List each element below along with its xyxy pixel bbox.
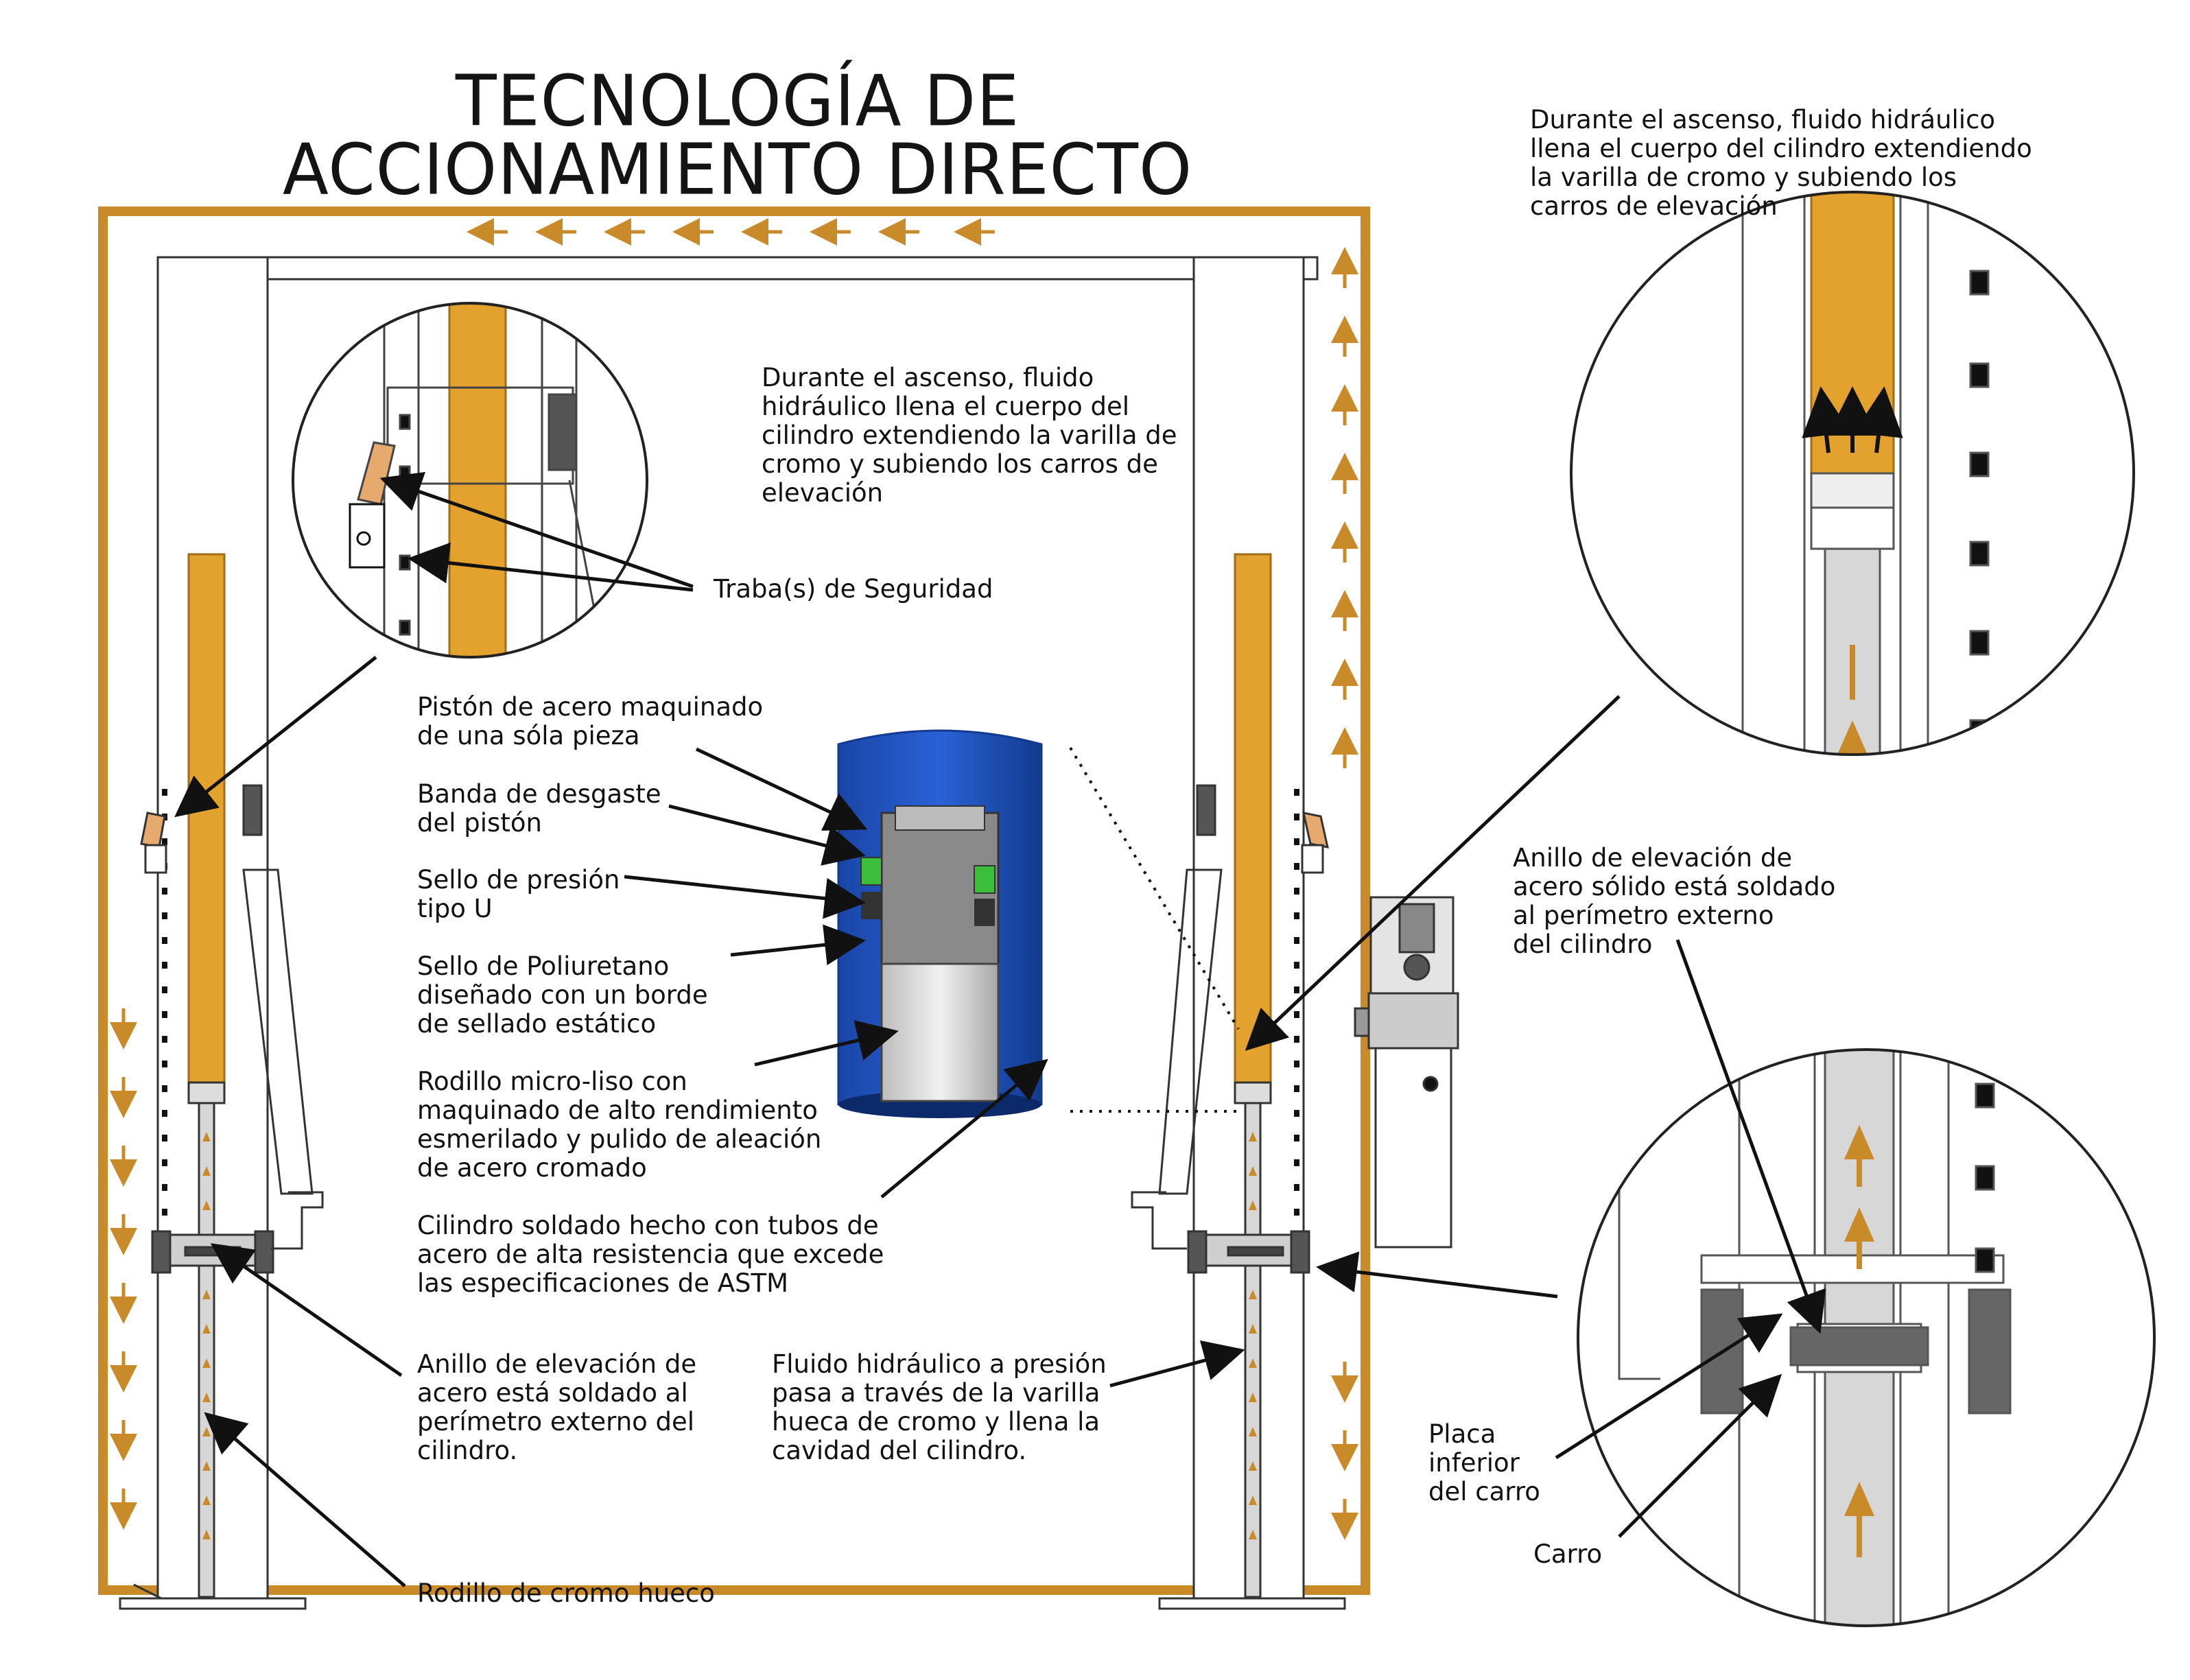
title-line-2: ACCIONAMIENTO DIRECTO: [282, 129, 1193, 211]
overhead-beam: [156, 256, 1319, 281]
zoom-circle-locks: [292, 302, 648, 659]
title-line-1: TECNOLOGÍA DE: [455, 60, 1020, 143]
dotted-leaders: [1069, 746, 1240, 1113]
zoom-circle-carriage: [1577, 1048, 2156, 1627]
flow-frame: [98, 206, 1370, 1595]
cylinder-cutaway: [837, 729, 1043, 1118]
label-hollow-rod: Rodillo de cromo hueco: [417, 1578, 715, 1608]
label-safety-locks: Traba(s) de Seguridad: [714, 574, 993, 604]
callout-arrows: [174, 472, 1826, 1587]
label-carriage: Carro: [1533, 1539, 1603, 1569]
left-rod-arrows: [202, 1132, 211, 1539]
power-unit: [1354, 896, 1459, 1249]
left-column: [119, 256, 324, 1610]
right-rod-arrows: [1249, 1132, 1257, 1539]
zoom-circle-cylinder: [1570, 191, 2135, 756]
